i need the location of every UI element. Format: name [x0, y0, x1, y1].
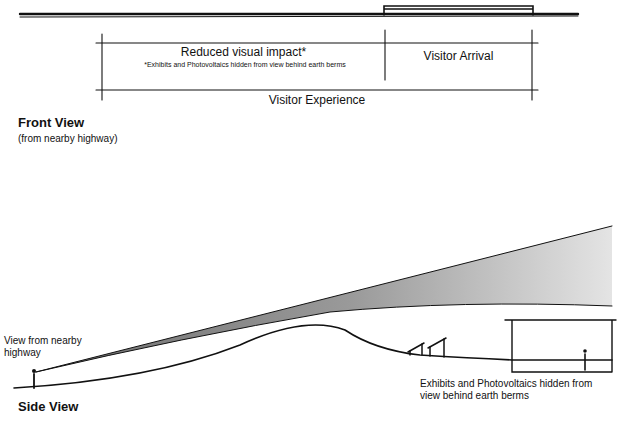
dimension-tick: [384, 30, 385, 80]
person-figure: [33, 374, 35, 388]
callout-note: View from nearby highway: [4, 335, 96, 358]
callout-note: Exhibits and Photovoltaics hidden from v…: [420, 378, 602, 401]
dimension-label: Visitor Arrival: [385, 50, 532, 64]
building-outline: [505, 320, 616, 372]
ground-line: [20, 16, 578, 17]
sightline: [36, 304, 612, 372]
building-outline: [384, 6, 533, 15]
photovoltaic-panel: [408, 338, 446, 357]
person-figure: [583, 349, 587, 353]
sightline-cone: [36, 226, 612, 372]
person-figure: [584, 354, 586, 370]
view-subtitle: (from nearby highway): [18, 133, 218, 145]
ground-line: [20, 13, 578, 15]
front-view: [20, 6, 578, 100]
sightline: [36, 226, 612, 372]
person-figure: [32, 369, 36, 373]
dimension-line: [96, 89, 538, 90]
view-title: Side View: [18, 400, 218, 415]
view-title: Front View: [18, 116, 218, 131]
dimension-label: Visitor Experience: [102, 94, 532, 108]
dimension-label: Reduced visual impact*: [102, 46, 385, 60]
side-view: [14, 226, 616, 388]
footnote: *Exhibits and Photovoltaics hidden from …: [110, 61, 380, 69]
dimension-line: [96, 42, 538, 43]
